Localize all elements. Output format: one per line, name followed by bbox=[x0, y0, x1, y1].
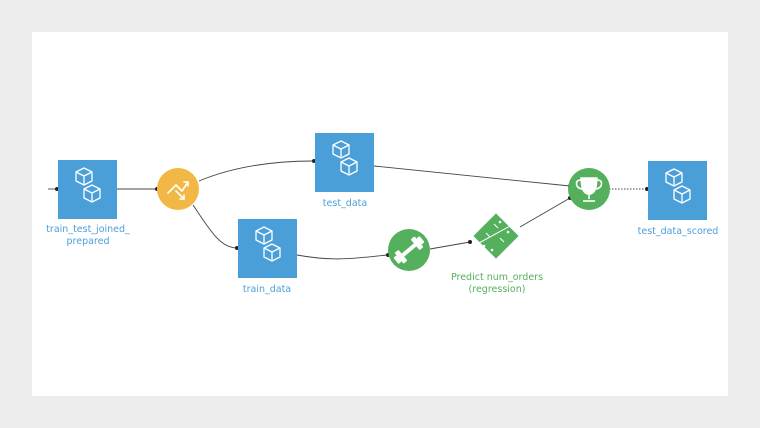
model-icon bbox=[478, 220, 511, 252]
label-line: test_data bbox=[322, 198, 368, 209]
label-line: test_data_scored bbox=[637, 226, 719, 237]
dataset-tile bbox=[58, 160, 117, 219]
dataset-tile bbox=[648, 161, 707, 220]
flow-canvas bbox=[32, 32, 728, 396]
label-line: prepared bbox=[66, 236, 110, 247]
dataset-tile bbox=[315, 133, 374, 192]
edges bbox=[48, 160, 647, 260]
dumbbell-icon bbox=[393, 236, 425, 264]
label-line: Predict num_orders bbox=[450, 272, 544, 283]
edge-train-recipe-to-model bbox=[429, 241, 471, 250]
dataset-label-test-data[interactable]: test_data bbox=[300, 198, 390, 210]
score-recipe-node[interactable] bbox=[568, 168, 610, 210]
edge-test-data-to-score bbox=[373, 165, 571, 187]
dataset-label-test-data-scored[interactable]: test_data_scored bbox=[630, 226, 726, 238]
edge-train-data-to-train-recipe bbox=[296, 254, 389, 260]
saved-model-node[interactable] bbox=[473, 213, 519, 259]
label-line: train_test_joined_ bbox=[46, 224, 130, 235]
label-line: (regression) bbox=[468, 284, 526, 295]
edge-split-to-test-data bbox=[198, 160, 315, 182]
train-recipe-node[interactable] bbox=[388, 229, 430, 271]
split-recipe-node[interactable] bbox=[157, 168, 199, 210]
dataset-label-train-test-joined[interactable]: train_test_joined_ prepared bbox=[42, 224, 134, 248]
connector-dot bbox=[468, 240, 472, 244]
recipe-circle bbox=[157, 168, 199, 210]
model-diamond bbox=[473, 213, 519, 259]
dataset-node-test-data[interactable] bbox=[315, 133, 374, 192]
edge-split-to-train-data bbox=[192, 204, 238, 249]
trophy-icon bbox=[575, 177, 603, 202]
dataset-node-train-data[interactable] bbox=[238, 219, 297, 278]
edge-model-to-score bbox=[519, 197, 571, 228]
model-label[interactable]: Predict num_orders (regression) bbox=[446, 272, 548, 296]
split-arrows-icon bbox=[167, 181, 189, 200]
label-line: train_data bbox=[242, 284, 292, 295]
dataset-node-test-data-scored[interactable] bbox=[648, 161, 707, 220]
dataset-label-train-data[interactable]: train_data bbox=[222, 284, 312, 296]
dataset-node-train-test-joined[interactable] bbox=[58, 160, 117, 219]
dataset-tile bbox=[238, 219, 297, 278]
